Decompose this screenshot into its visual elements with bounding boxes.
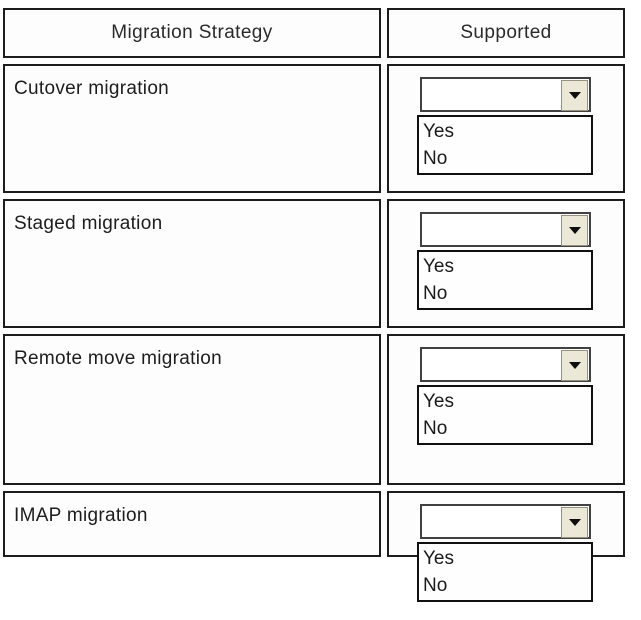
caret-down-icon [568, 362, 581, 369]
supported-dropdown-group-staged: Yes No [417, 212, 596, 310]
supported-dropdown-group-imap: Yes No [417, 504, 596, 602]
option-no[interactable]: No [423, 148, 448, 169]
dropdown-options-list-imap: Yes No [417, 542, 593, 602]
column-header-migration-strategy: Migration Strategy [3, 8, 381, 58]
option-yes[interactable]: Yes [423, 256, 454, 277]
table-row-cutover: Cutover migration Yes No [3, 64, 625, 193]
table-row-staged: Staged migration Yes No [3, 199, 625, 328]
caret-down-icon [568, 92, 581, 99]
column-header-supported: Supported [387, 8, 625, 58]
supported-cell-staged: Yes No [387, 199, 625, 328]
supported-dropdown-staged[interactable] [420, 212, 591, 247]
caret-down-icon [568, 227, 581, 234]
option-yes[interactable]: Yes [423, 548, 454, 569]
supported-cell-imap: Yes No [387, 491, 625, 602]
supported-cell-remote-move: Yes No [387, 334, 625, 485]
option-yes[interactable]: Yes [423, 121, 454, 142]
option-no[interactable]: No [423, 418, 448, 439]
dropdown-options-list-cutover: Yes No [417, 115, 593, 175]
supported-cell-cutover: Yes No [387, 64, 625, 193]
supported-dropdown-group-cutover: Yes No [417, 77, 596, 175]
supported-dropdown-imap[interactable] [420, 504, 591, 539]
supported-dropdown-group-remote-move: Yes No [417, 347, 596, 445]
option-yes[interactable]: Yes [423, 391, 454, 412]
option-no[interactable]: No [423, 575, 448, 596]
supported-dropdown-cutover[interactable] [420, 77, 591, 112]
table-row-imap: IMAP migration Yes No [3, 491, 625, 602]
dropdown-arrow-button[interactable] [561, 350, 588, 381]
table-row-remote-move: Remote move migration Yes No [3, 334, 625, 485]
caret-down-icon [568, 519, 581, 526]
strategy-label-cutover: Cutover migration [3, 64, 381, 193]
header-label-supported: Supported [460, 22, 552, 43]
supported-dropdown-remote-move[interactable] [420, 347, 591, 382]
strategy-label-staged: Staged migration [3, 199, 381, 328]
header-label-migration-strategy: Migration Strategy [111, 22, 273, 43]
table-header-row: Migration Strategy Supported [3, 8, 625, 58]
dropdown-options-list-remote-move: Yes No [417, 385, 593, 445]
strategy-label-imap: IMAP migration [3, 491, 381, 557]
dropdown-arrow-button[interactable] [561, 215, 588, 246]
dropdown-arrow-button[interactable] [561, 507, 588, 538]
migration-strategy-table: Migration Strategy Supported Cutover mig… [0, 2, 631, 602]
option-no[interactable]: No [423, 283, 448, 304]
dropdown-arrow-button[interactable] [561, 80, 588, 111]
strategy-label-remote-move: Remote move migration [3, 334, 381, 485]
dropdown-options-list-staged: Yes No [417, 250, 593, 310]
